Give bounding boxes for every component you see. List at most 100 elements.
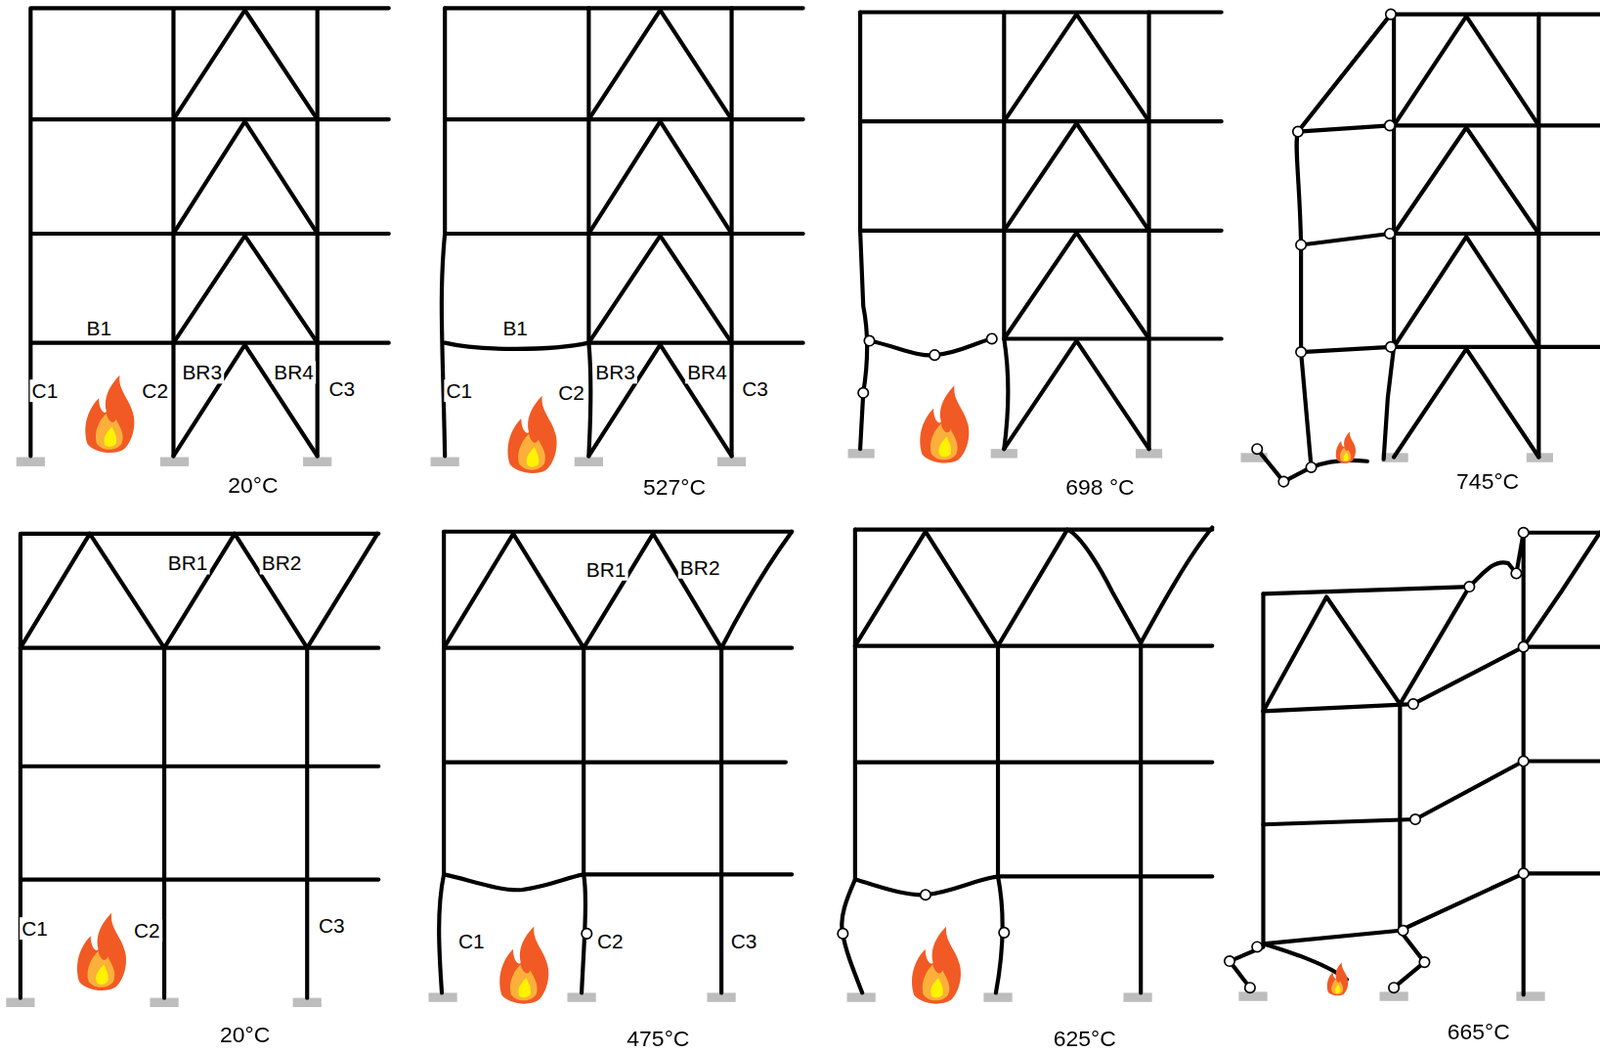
plastic-hinge (1419, 956, 1429, 967)
member-label: B1 (84, 317, 114, 341)
plastic-hinge (1245, 982, 1255, 993)
plastic-hinge (1511, 567, 1521, 578)
support-base (1238, 991, 1267, 1000)
member-label: C3 (326, 377, 357, 400)
plastic-hinge (1252, 443, 1262, 454)
member-label: C1 (443, 379, 475, 402)
plastic-hinge (1517, 527, 1528, 538)
temperature-label: 475°C (624, 1026, 692, 1051)
plastic-hinge (1517, 641, 1528, 651)
plastic-hinge (1385, 342, 1396, 352)
plastic-hinge (1278, 475, 1289, 486)
plastic-hinge (1296, 346, 1306, 357)
support-base (1123, 992, 1152, 1001)
fire-icon (919, 385, 969, 463)
frame-part (77, 375, 1356, 1004)
plastic-hinge (998, 927, 1009, 938)
support-base (574, 457, 604, 467)
plastic-hinge (987, 333, 997, 344)
member-label: BR2 (678, 556, 723, 579)
plastic-hinge (1385, 8, 1396, 19)
frame-member (172, 9, 317, 456)
plastic-hinge (1464, 581, 1474, 592)
frame-member (1393, 16, 1539, 458)
frame-member (1229, 593, 1425, 988)
plastic-hinge (864, 335, 874, 346)
temperature-label: 625°C (1051, 1026, 1119, 1051)
member-label: C3 (729, 929, 760, 952)
frame-member (443, 531, 792, 875)
member-label: C2 (556, 381, 587, 404)
member-label: C2 (595, 929, 626, 952)
temperature-label: 20°C (217, 1023, 272, 1048)
support-base (16, 457, 45, 467)
support-base (1515, 991, 1545, 1000)
plastic-hinge (1305, 462, 1316, 473)
frame-member (1003, 14, 1149, 450)
frame-member (588, 9, 732, 456)
member-label: BR1 (584, 558, 629, 581)
frame-member (1262, 943, 1347, 980)
plastic-hinge (1388, 982, 1399, 993)
support-base (160, 457, 189, 467)
frame-part (20, 7, 1600, 997)
plastic-hinge (1397, 925, 1408, 936)
fire-icon (1327, 961, 1348, 995)
member-label: C2 (131, 918, 163, 942)
plastic-hinge (1517, 867, 1528, 878)
plastic-hinge (1293, 126, 1303, 136)
member-label: B1 (500, 317, 530, 341)
plastic-hinge (1252, 941, 1262, 952)
frame-member (841, 529, 1141, 994)
fire-icon (1336, 432, 1356, 464)
plastic-hinge (581, 928, 592, 939)
frame-member (443, 873, 584, 890)
frame-part (581, 8, 1529, 993)
frame-part (5, 448, 1554, 1007)
frame-member (1383, 14, 1540, 460)
frame-member (1256, 14, 1391, 482)
member-label: C1 (19, 916, 50, 940)
support-base (983, 992, 1012, 1001)
fire-icon (77, 912, 127, 991)
fire-icon (911, 925, 961, 1003)
temperature-label: 527°C (641, 475, 708, 500)
fire-icon (85, 375, 134, 453)
frame-member (1262, 532, 1600, 712)
plastic-hinge (929, 349, 940, 360)
frame-member (1390, 14, 1600, 347)
temperature-label: 745°C (1454, 469, 1521, 494)
frame-member (443, 531, 792, 649)
member-label: C3 (316, 913, 347, 937)
plastic-hinge (837, 928, 848, 939)
support-base (717, 457, 746, 467)
member-label: C1 (456, 929, 487, 952)
frame-member (20, 533, 379, 998)
plastic-hinge (1296, 239, 1306, 250)
member-label: BR4 (271, 360, 316, 384)
support-base (431, 457, 460, 467)
plastic-hinge (1384, 228, 1395, 239)
temperature-label: 665°C (1445, 1020, 1513, 1045)
plastic-hinge (1384, 120, 1395, 130)
frame-member (1262, 532, 1600, 995)
temperature-label: 698 °C (1063, 475, 1137, 500)
plastic-hinge (1517, 755, 1528, 766)
member-label: BR3 (179, 360, 224, 384)
plastic-hinge (858, 388, 868, 398)
member-label: BR4 (685, 360, 730, 384)
member-label: BR2 (259, 552, 304, 575)
plastic-hinge (920, 889, 931, 900)
fire-icon (508, 395, 558, 474)
frame-member (30, 7, 389, 456)
frame-member (1297, 125, 1391, 352)
member-label: C3 (739, 377, 771, 400)
member-label: BR1 (166, 552, 211, 575)
frame-member (438, 531, 722, 994)
member-label: C2 (139, 379, 171, 402)
member-label: BR3 (593, 360, 638, 384)
temperature-label: 20°C (225, 473, 280, 498)
plastic-hinge (1408, 698, 1419, 709)
